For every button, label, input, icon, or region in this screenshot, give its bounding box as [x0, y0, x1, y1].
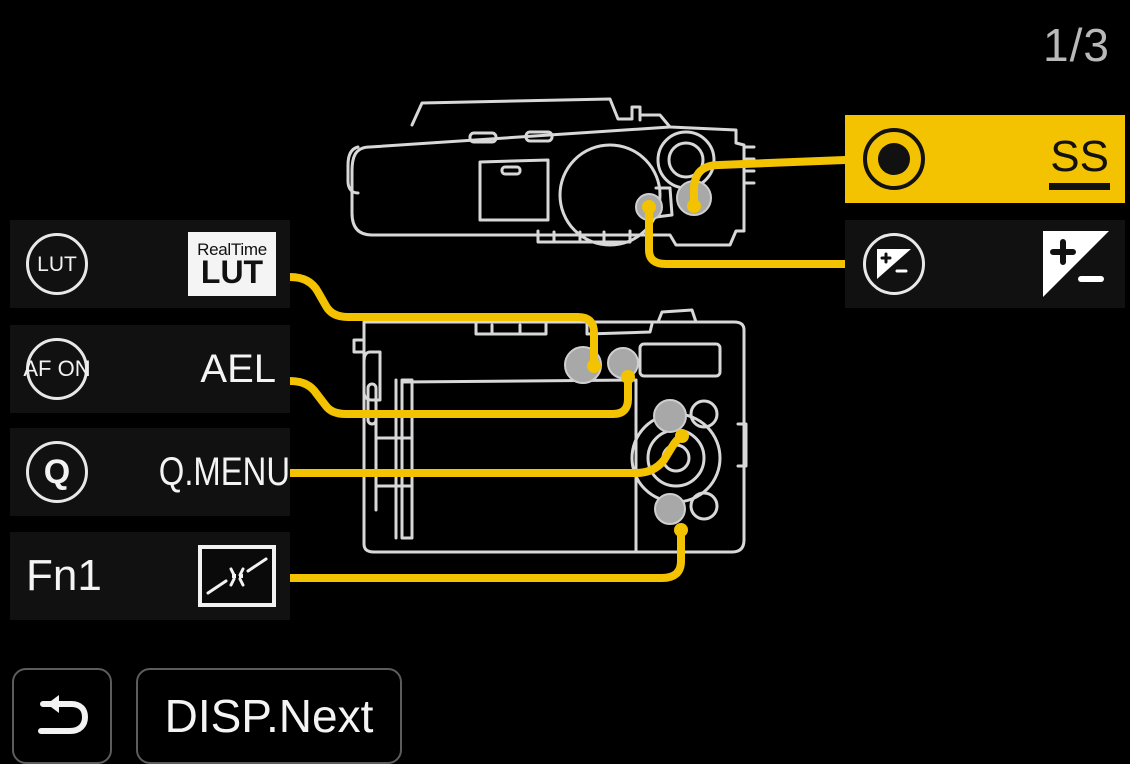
afon-assignment-label: AEL [200, 347, 276, 391]
disp-next-button[interactable]: DISP.Next [136, 668, 402, 764]
back-button[interactable] [12, 668, 112, 764]
rec-assignment-slot: SS [967, 132, 1110, 190]
af-on-circle-icon: AF ON [23, 338, 91, 400]
realtime-lut-bottom-label: LUT [200, 253, 264, 290]
afon-assignment-slot: AEL [130, 349, 276, 389]
rec-button-slot [863, 128, 967, 190]
fn-row-lut[interactable]: LUT RealTime LUT [10, 220, 290, 308]
camera-top-view-diagram [346, 97, 756, 247]
fn1-label: Fn1 [26, 551, 102, 600]
af-on-circle-label: AF ON [23, 356, 91, 381]
q-assignment-slot: Q.MENU [130, 452, 290, 492]
fn-row-fn1[interactable]: Fn1 [10, 532, 290, 620]
q-assignment-label: Q.MENU [158, 450, 290, 494]
fn-row-afon[interactable]: AF ON AEL [10, 325, 290, 413]
exposure-assignment-slot [967, 231, 1109, 297]
fn1-button-slot: Fn1 [26, 554, 130, 598]
afon-button-slot: AF ON [23, 338, 130, 400]
lut-circle-icon: LUT [26, 233, 88, 295]
lut-circle-label: LUT [37, 252, 77, 276]
lut-button-slot: LUT [26, 233, 130, 295]
exposure-compensation-circle-icon [863, 233, 925, 295]
record-dot [878, 143, 910, 175]
page-indicator: 1/3 [1043, 19, 1110, 71]
disp-next-label: DISP.Next [164, 690, 374, 742]
record-circle-icon [863, 128, 925, 190]
q-button-slot: Q [26, 441, 130, 503]
level-gauge-icon [198, 545, 276, 607]
back-arrow-icon [38, 695, 88, 734]
fn1-assignment-slot [130, 545, 276, 607]
camera-rear-view-diagram [352, 308, 748, 554]
lut-assignment-slot: RealTime LUT [130, 232, 276, 296]
fn-row-rec-ss[interactable]: SS [845, 115, 1125, 203]
fn-row-q[interactable]: Q Q.MENU [10, 428, 290, 516]
q-circle-label: Q [43, 453, 71, 491]
realtime-lut-badge: RealTime LUT [188, 232, 276, 296]
exposure-compensation-icon [1043, 231, 1109, 297]
ss-assignment-label: SS [1049, 132, 1110, 190]
fn-row-exposure[interactable] [845, 220, 1125, 308]
q-circle-icon: Q [26, 441, 88, 503]
exposure-mini-glyph [877, 249, 911, 279]
exposure-button-slot [863, 233, 967, 295]
realtime-lut-top-label: RealTime [197, 239, 267, 259]
